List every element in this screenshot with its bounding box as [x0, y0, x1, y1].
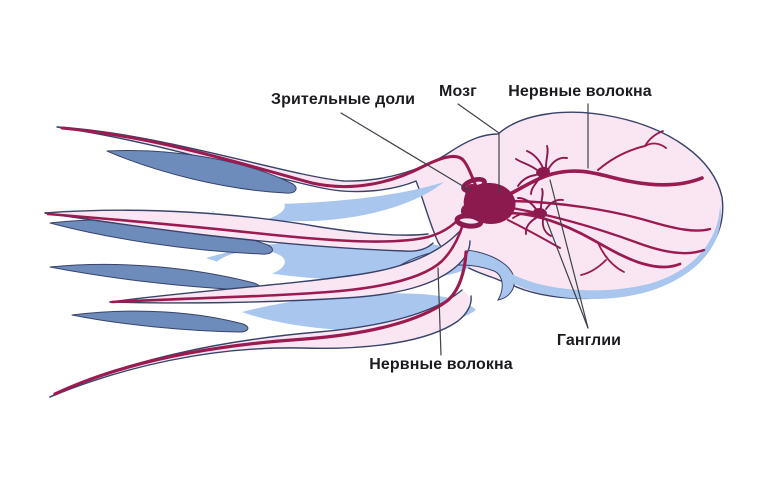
nerve-arm-3	[110, 222, 465, 304]
nerve-mantle-3	[510, 206, 706, 255]
arm-4-lower-edge	[49, 295, 472, 398]
nerve-mantle-1-fork-a	[644, 142, 667, 149]
ganglion-lower	[512, 188, 564, 237]
ganglion-upper-body	[536, 166, 550, 178]
ganglion-upper	[515, 145, 568, 195]
leader-brain	[457, 103, 500, 194]
ganglion-lower-legs	[512, 188, 564, 237]
nerve-mantle-1-fork-b	[644, 130, 664, 147]
nerve-mantle-2	[510, 199, 712, 232]
label-brain: Мозг	[439, 83, 477, 100]
leader-optic-lobes	[340, 112, 472, 192]
label-ganglia: Ганглии	[556, 332, 622, 349]
leader-ganglia-upper	[549, 179, 589, 329]
nerve-mantle-4-fork-a	[597, 242, 625, 273]
leader-ganglia-lower	[545, 218, 589, 329]
nerve-arm-4	[53, 250, 468, 396]
ganglia-group	[512, 145, 568, 237]
label-optic-lobes: Зрительные доли	[270, 91, 416, 108]
optic-lobe-ring-lower	[454, 213, 484, 229]
arm-2-lower-edge	[44, 212, 434, 252]
arm-2-upper-edge	[44, 209, 429, 236]
shadow-arm-1	[106, 150, 297, 194]
label-nerve-fibers-bottom: Нервные волокна	[369, 356, 513, 373]
label-lines	[340, 103, 589, 356]
arm-3-upper-edge	[109, 230, 461, 303]
nerve-mantle-1-branch	[597, 145, 646, 171]
arm-3-lower-edge	[109, 240, 471, 304]
brain-group	[454, 177, 516, 229]
leader-nerve-fibers-bottom	[437, 267, 442, 356]
nerve-mantle-4-fork-b	[580, 259, 607, 276]
white-gap-lower	[213, 250, 285, 280]
optic-lobe-ring-upper	[461, 177, 487, 193]
nerve-arm-1	[60, 126, 478, 189]
ganglion-lower-body	[533, 207, 547, 219]
label-nerve-fibers-top: Нервные волокна	[508, 83, 652, 100]
ganglion-upper-legs	[515, 145, 568, 195]
nerve-mantle-1	[508, 169, 704, 196]
nerve-arm-2	[46, 210, 466, 243]
shadow-arms	[49, 150, 297, 333]
shadow-arm-4	[71, 310, 249, 333]
